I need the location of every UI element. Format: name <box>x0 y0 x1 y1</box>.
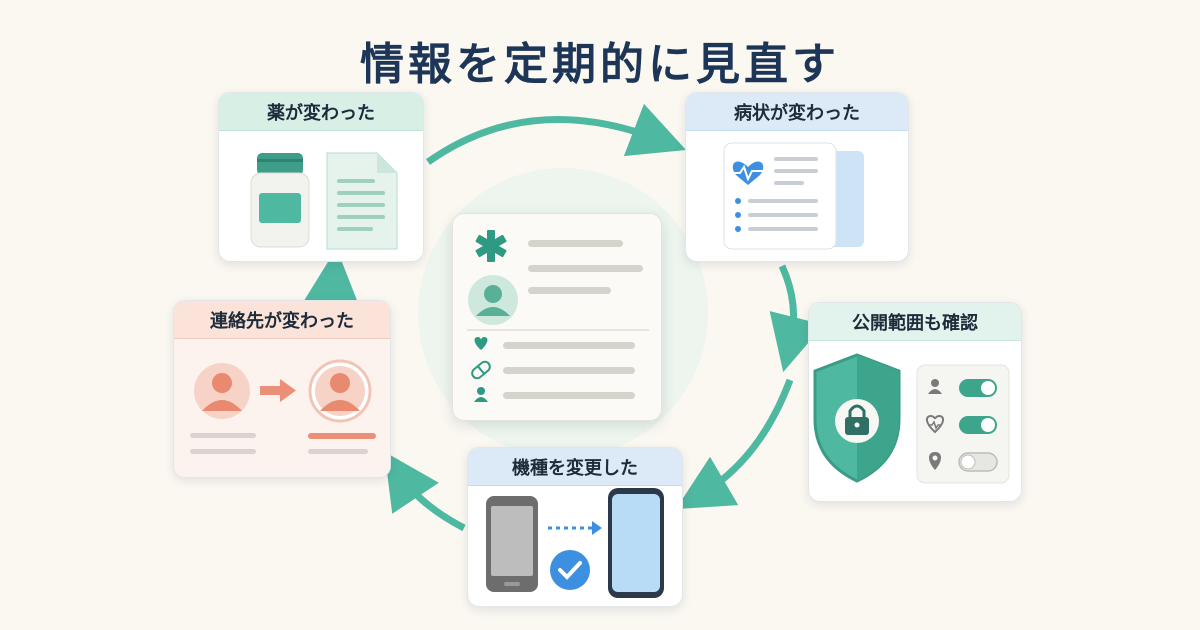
card-contact-changed: 連絡先が変わった <box>173 300 391 478</box>
profile-card <box>452 213 662 421</box>
arrow-device-to-contact <box>384 451 466 532</box>
person-icon <box>928 379 942 394</box>
new-phone-icon <box>608 488 664 598</box>
avatar-icon <box>468 275 518 325</box>
shield-lock-icon <box>813 353 901 483</box>
medical-star-icon <box>475 230 507 262</box>
old-phone-icon <box>486 496 538 592</box>
toggle-health-on[interactable] <box>959 416 997 434</box>
arrow-contact-to-medicine <box>303 248 360 307</box>
heart-pulse-icon <box>925 414 945 434</box>
card-medicine-label: 薬が変わった <box>219 93 423 131</box>
pill-icon <box>471 360 491 380</box>
page-title: 情報を定期的に見直す <box>360 39 840 90</box>
medical-record-icon <box>723 142 837 250</box>
old-contact-avatar-icon <box>194 363 250 419</box>
card-medicine-changed: 薬が変わった <box>218 92 424 262</box>
card-symptom-label: 病状が変わった <box>686 93 908 131</box>
person-icon <box>474 387 488 402</box>
new-contact-avatar-icon <box>308 359 372 423</box>
toggle-location-off[interactable] <box>958 452 998 472</box>
pill-bottle-icon <box>250 153 310 248</box>
toggle-profile-on[interactable] <box>959 379 997 397</box>
check-circle-icon <box>550 550 590 590</box>
arrow-right-icon <box>260 379 296 402</box>
card-device-label: 機種を変更した <box>468 448 682 486</box>
heart-icon <box>474 337 488 350</box>
card-privacy-check: 公開範囲も確認 <box>808 302 1022 502</box>
card-contact-label: 連絡先が変わった <box>174 301 390 339</box>
transfer-arrow-icon <box>548 521 602 535</box>
card-device-changed: 機種を変更した <box>467 447 683 607</box>
document-icon <box>326 152 398 250</box>
location-pin-icon <box>929 452 941 470</box>
arrow-privacy-to-device <box>675 378 794 510</box>
card-symptom-changed: 病状が変わった <box>685 92 909 262</box>
card-privacy-label: 公開範囲も確認 <box>809 303 1021 341</box>
arrow-symptom-to-privacy <box>769 264 824 373</box>
arrow-medicine-to-symptom <box>425 103 687 165</box>
